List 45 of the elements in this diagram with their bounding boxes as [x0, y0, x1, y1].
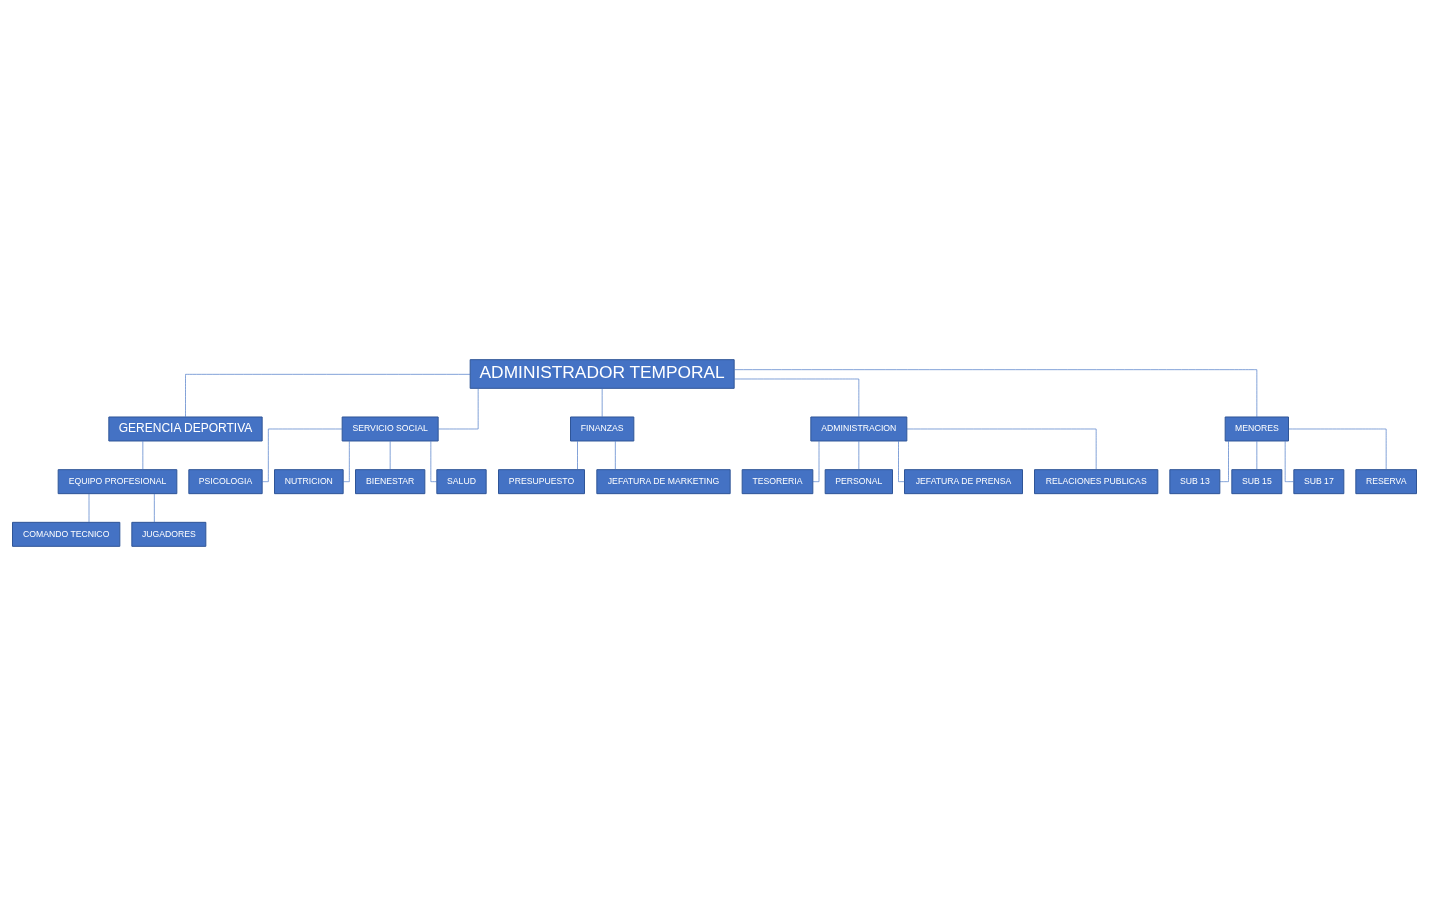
connector — [185, 374, 471, 418]
connector — [577, 440, 578, 470]
connector — [430, 440, 438, 482]
connector — [437, 388, 479, 430]
node-box: PERSONAL — [824, 469, 893, 495]
node-box: SALUD — [436, 469, 487, 495]
node-box: PSICOLOGIA — [188, 469, 263, 495]
node-box: NUTRICION — [274, 469, 344, 495]
connector — [1256, 440, 1258, 470]
connector — [1288, 428, 1387, 470]
connector — [88, 493, 90, 523]
node-box: ADMINISTRACION — [810, 416, 908, 442]
connector — [906, 428, 1097, 470]
connector — [1219, 440, 1229, 482]
node-box: SUB 17 — [1293, 469, 1345, 495]
node-box: COMANDO TECNICO — [12, 521, 121, 547]
connector — [615, 440, 616, 470]
connector — [858, 440, 860, 470]
node-box: BIENESTAR — [355, 469, 426, 495]
connector — [898, 440, 905, 482]
connector — [1284, 440, 1294, 482]
connector — [733, 378, 860, 418]
node-box: PRESUPUESTO — [498, 469, 585, 495]
node-box: FINANZAS — [570, 416, 635, 442]
connector — [342, 440, 350, 482]
node-box: JEFATURA DE PRENSA — [904, 469, 1023, 495]
node-box: SERVICIO SOCIAL — [341, 416, 439, 442]
connector — [733, 369, 1258, 418]
node-box: JUGADORES — [131, 521, 207, 547]
node-box: RELACIONES PUBLICAS — [1034, 469, 1159, 495]
connector — [601, 388, 603, 418]
node-box: SUB 15 — [1231, 469, 1283, 495]
connector — [812, 440, 820, 482]
node-box: EQUIPO PROFESIONAL — [57, 469, 178, 495]
node-box: ADMINISTRADOR TEMPORAL — [469, 359, 735, 389]
connector — [261, 428, 343, 482]
node-box: RESERVA — [1355, 469, 1417, 495]
node-box: SUB 13 — [1169, 469, 1221, 495]
node-box: MENORES — [1224, 416, 1289, 442]
node-box: TESORERIA — [741, 469, 814, 495]
connector — [142, 440, 144, 470]
connector — [389, 440, 391, 470]
node-box: JEFATURA DE MARKETING — [596, 469, 731, 495]
node-box: GERENCIA DEPORTIVA — [108, 416, 263, 442]
connector — [154, 493, 155, 523]
